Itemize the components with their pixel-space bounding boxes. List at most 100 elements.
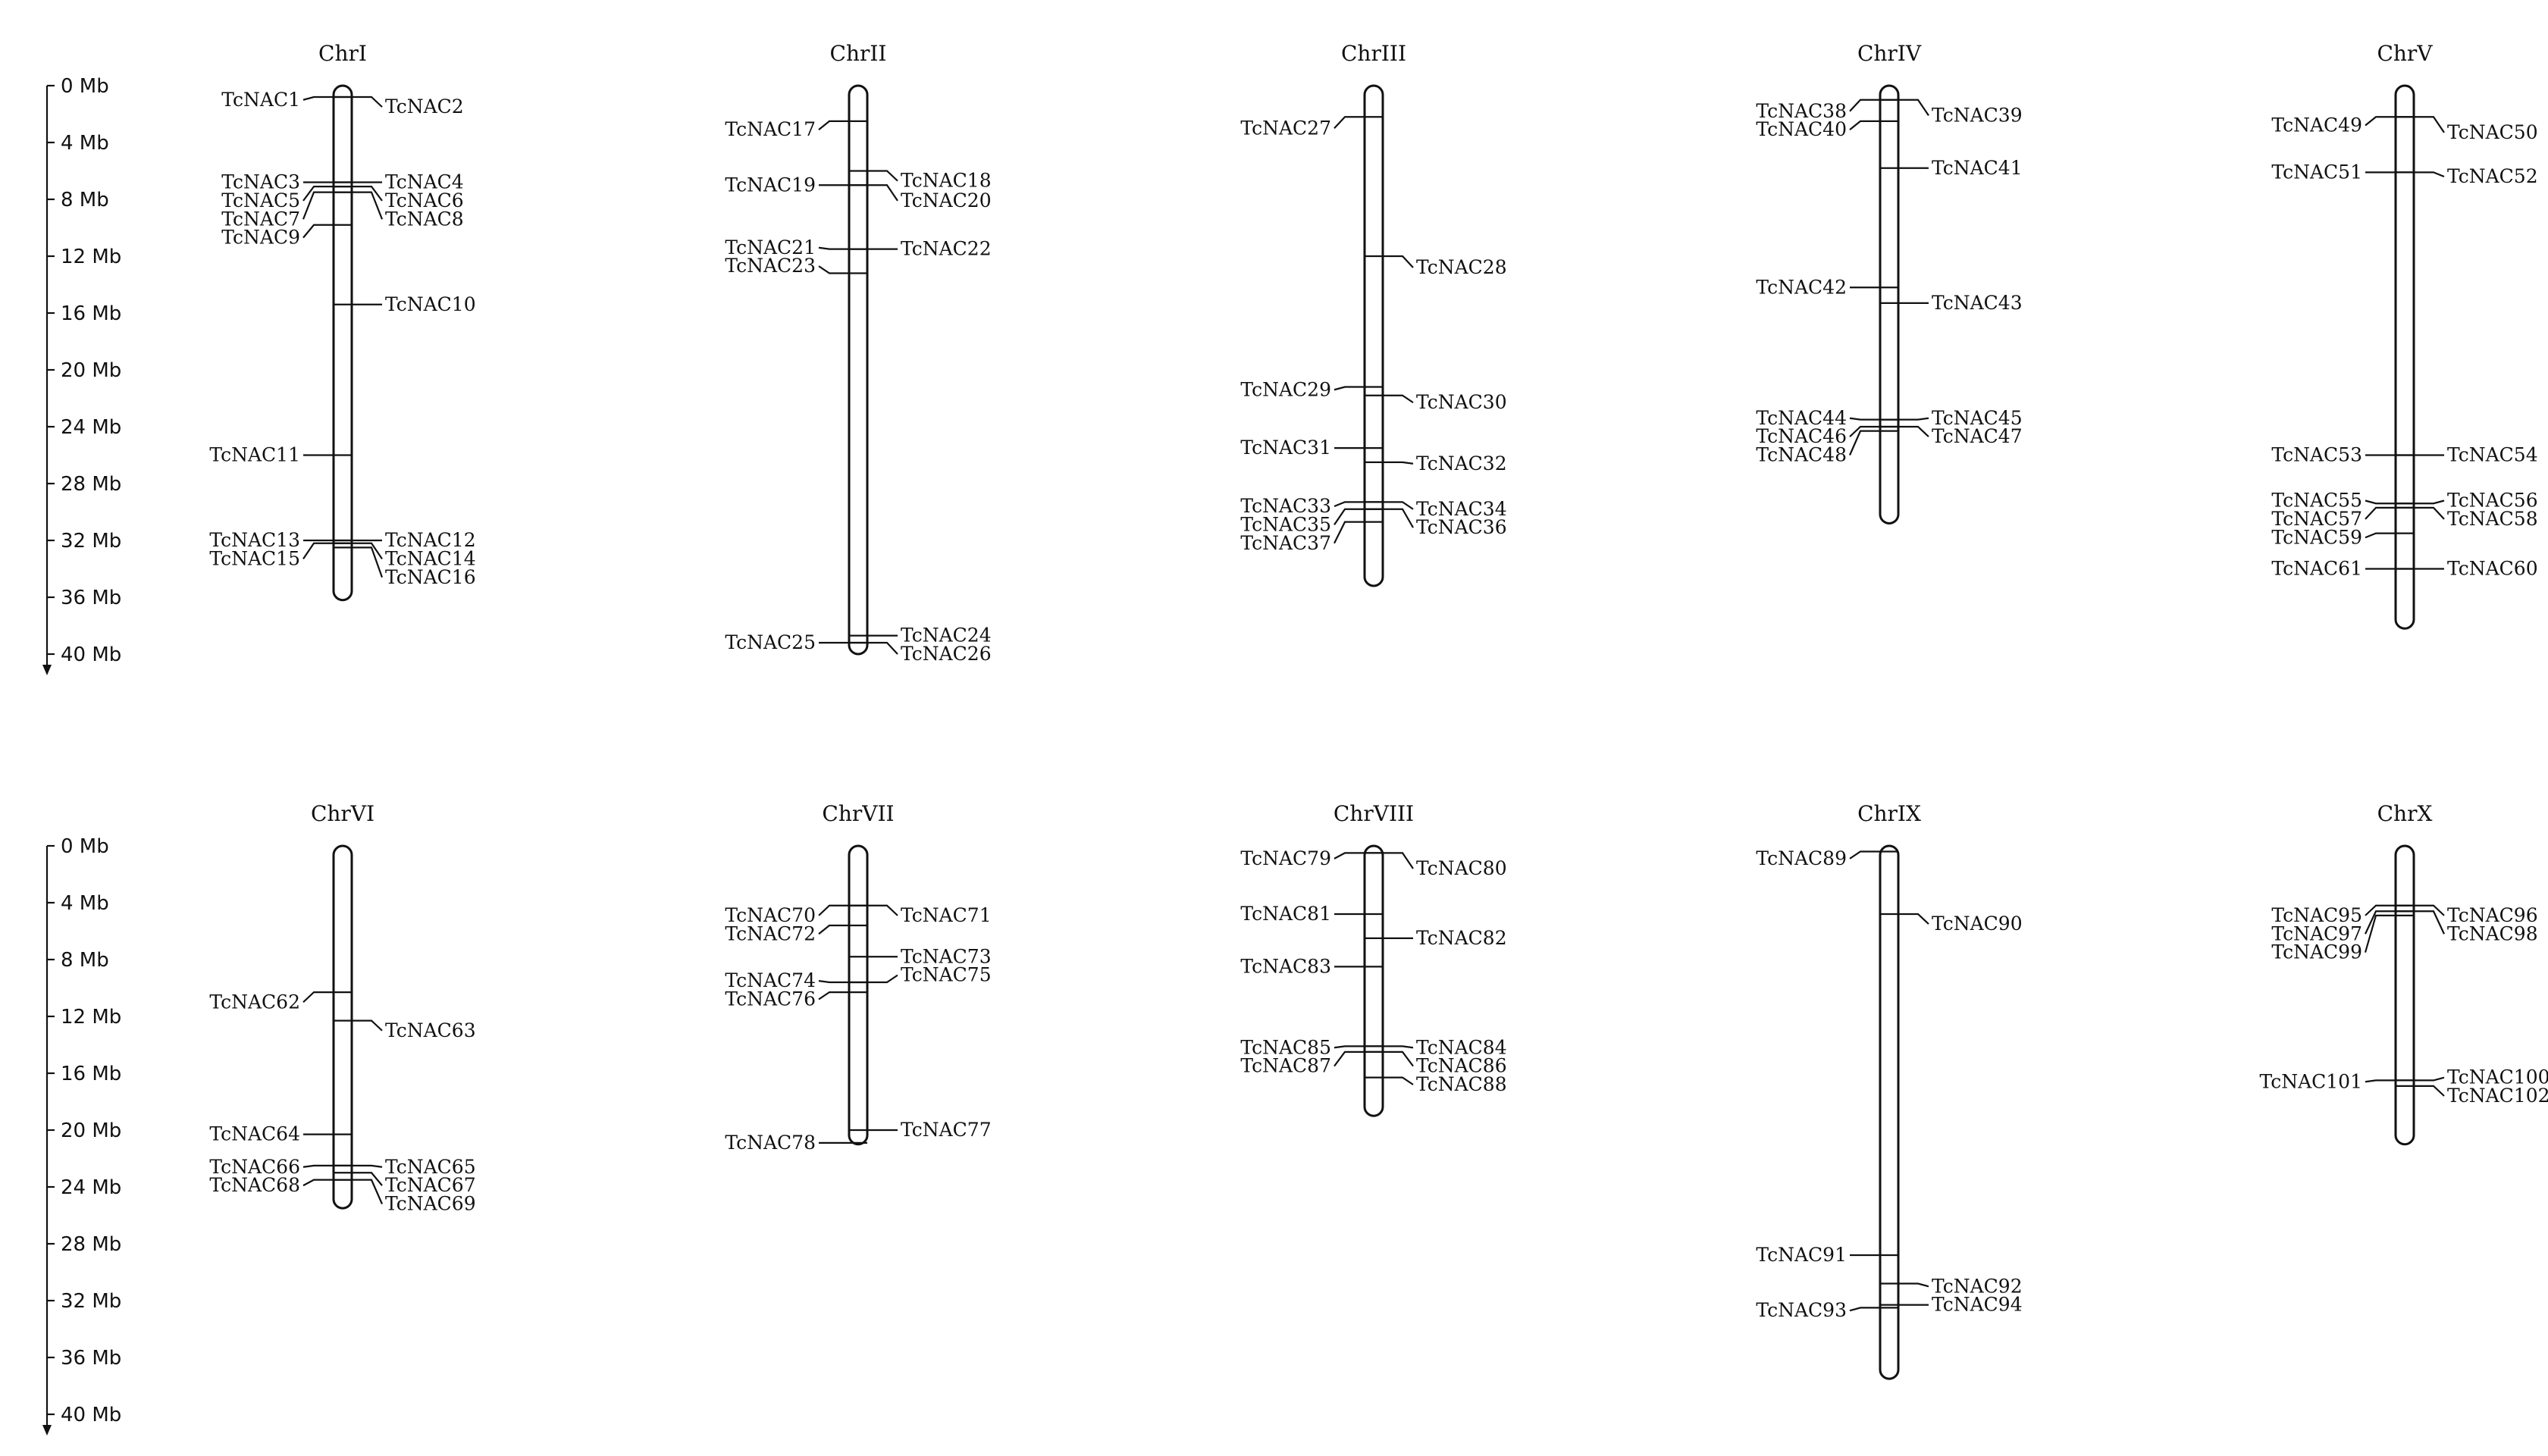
- chromosome-body: [1879, 844, 1900, 1380]
- gene-connector-line: [2365, 116, 2396, 127]
- gene-connector-line: [1898, 913, 1929, 925]
- gene-label: TcNAC54: [2447, 444, 2538, 466]
- gene-connector-line: [352, 1179, 384, 1204]
- chromosome-title: ChrV: [2377, 41, 2433, 66]
- gene-label: TcNAC15: [209, 547, 300, 569]
- gene-label: TcNAC9: [221, 227, 300, 249]
- gene-label: TcNAC79: [1240, 847, 1331, 869]
- gene-marker: TcNAC39: [1880, 99, 2023, 126]
- gene-marker: TcNAC96: [2396, 904, 2538, 926]
- chromosome-body: [848, 844, 869, 1146]
- gene-connector-line: [1898, 99, 1929, 116]
- gene-label: TcNAC48: [1756, 444, 1847, 466]
- gene-marker: TcNAC59: [2271, 526, 2414, 548]
- gene-connector-line: [1334, 501, 1365, 508]
- gene-marker: TcNAC84: [1365, 1036, 1507, 1058]
- gene-label: TcNAC58: [2447, 508, 2538, 530]
- scale-tick-label: 32 Mb: [61, 1290, 121, 1313]
- scale-tick-label: 40 Mb: [61, 643, 121, 666]
- gene-connector-line: [1334, 386, 1365, 391]
- gene-connector-line: [1383, 394, 1414, 404]
- gene-label: TcNAC35: [1240, 513, 1331, 535]
- gene-marker: TcNAC32: [1365, 452, 1507, 474]
- gene-marker: TcNAC31: [1240, 437, 1383, 459]
- gene-connector-line: [302, 542, 334, 559]
- gene-marker: TcNAC81: [1240, 903, 1383, 925]
- gene-marker: TcNAC10: [334, 293, 476, 315]
- chromosome-title: ChrIII: [1341, 41, 1406, 66]
- gene-connector-line: [867, 974, 898, 984]
- gene-connector-line: [352, 542, 383, 559]
- gene-marker: TcNAC28: [1365, 255, 1507, 278]
- gene-marker: TcNAC66: [209, 1156, 352, 1178]
- gene-label: TcNAC68: [209, 1174, 300, 1196]
- gene-marker: TcNAC73: [849, 945, 992, 967]
- gene-label: TcNAC4: [385, 171, 464, 193]
- scale-tick-label: 36 Mb: [61, 1347, 121, 1370]
- gene-marker: TcNAC49: [2271, 114, 2414, 136]
- chromosome-title: ChrIV: [1857, 41, 1922, 66]
- scale-tick-label: 20 Mb: [61, 359, 121, 382]
- gene-label: TcNAC38: [1756, 100, 1847, 122]
- chromosome-body: [1363, 84, 1384, 587]
- chromosome-title: ChrI: [318, 41, 367, 66]
- gene-marker: TcNAC99: [2271, 914, 2414, 963]
- gene-label: TcNAC102: [2447, 1085, 2548, 1107]
- gene-marker: TcNAC86: [1365, 1051, 1507, 1077]
- gene-label: TcNAC8: [385, 208, 464, 230]
- gene-label: TcNAC96: [2447, 904, 2538, 926]
- chromosome-chr2: ChrIITcNAC17TcNAC18TcNAC19TcNAC20TcNAC21…: [725, 41, 991, 665]
- chromosome-chr9: ChrIXTcNAC89TcNAC90TcNAC91TcNAC92TcNAC93…: [1756, 801, 2023, 1380]
- scale-tick-label: 24 Mb: [61, 1176, 121, 1199]
- gene-label: TcNAC88: [1416, 1073, 1507, 1095]
- gene-label: TcNAC44: [1756, 407, 1847, 429]
- gene-connector-line: [1383, 255, 1414, 268]
- gene-label: TcNAC13: [209, 529, 300, 551]
- gene-connector-line: [1849, 99, 1880, 112]
- gene-marker: TcNAC19: [725, 174, 867, 196]
- gene-connector-line: [818, 246, 849, 250]
- gene-connector-line: [352, 1019, 383, 1032]
- gene-marker: TcNAC102: [2396, 1085, 2548, 1107]
- gene-connector-line: [352, 1164, 383, 1168]
- gene-label: TcNAC6: [385, 189, 464, 211]
- gene-connector-line: [867, 641, 898, 655]
- gene-marker: TcNAC8: [334, 191, 464, 230]
- gene-connector-line: [2414, 910, 2445, 935]
- gene-connector-line: [818, 980, 849, 984]
- gene-marker: TcNAC23: [725, 255, 867, 277]
- gene-connector-line: [352, 186, 383, 202]
- gene-label: TcNAC46: [1756, 425, 1847, 447]
- gene-label: TcNAC2: [385, 96, 464, 117]
- gene-marker: TcNAC65: [334, 1156, 476, 1178]
- gene-connector-line: [302, 224, 334, 239]
- gene-label: TcNAC57: [2271, 508, 2362, 530]
- gene-marker: TcNAC50: [2396, 116, 2538, 143]
- gene-label: TcNAC42: [1756, 276, 1847, 298]
- gene-marker: TcNAC6: [334, 186, 464, 211]
- gene-connector-line: [352, 546, 384, 578]
- gene-label: TcNAC53: [2271, 444, 2362, 466]
- gene-marker: TcNAC91: [1756, 1244, 1898, 1266]
- gene-marker: TcNAC45: [1880, 407, 2023, 429]
- gene-label: TcNAC92: [1932, 1275, 2023, 1297]
- gene-marker: TcNAC71: [849, 904, 992, 926]
- gene-marker: TcNAC90: [1880, 913, 2023, 935]
- gene-connector-line: [818, 904, 849, 916]
- gene-marker: TcNAC57: [2271, 506, 2414, 530]
- gene-marker: TcNAC61: [2271, 558, 2414, 580]
- gene-marker: TcNAC60: [2396, 558, 2538, 580]
- gene-label: TcNAC31: [1240, 437, 1331, 459]
- chromosome-title: ChrIX: [1857, 801, 1921, 826]
- gene-connector-line: [1849, 417, 1880, 421]
- gene-label: TcNAC61: [2271, 558, 2362, 580]
- gene-label: TcNAC55: [2271, 490, 2362, 512]
- gene-label: TcNAC17: [725, 118, 816, 140]
- gene-marker: TcNAC87: [1240, 1051, 1383, 1077]
- gene-marker: TcNAC44: [1756, 407, 1898, 429]
- gene-label: TcNAC28: [1416, 256, 1507, 278]
- gene-connector-line: [2414, 1085, 2445, 1097]
- gene-label: TcNAC76: [725, 988, 816, 1010]
- gene-label: TcNAC20: [901, 189, 992, 211]
